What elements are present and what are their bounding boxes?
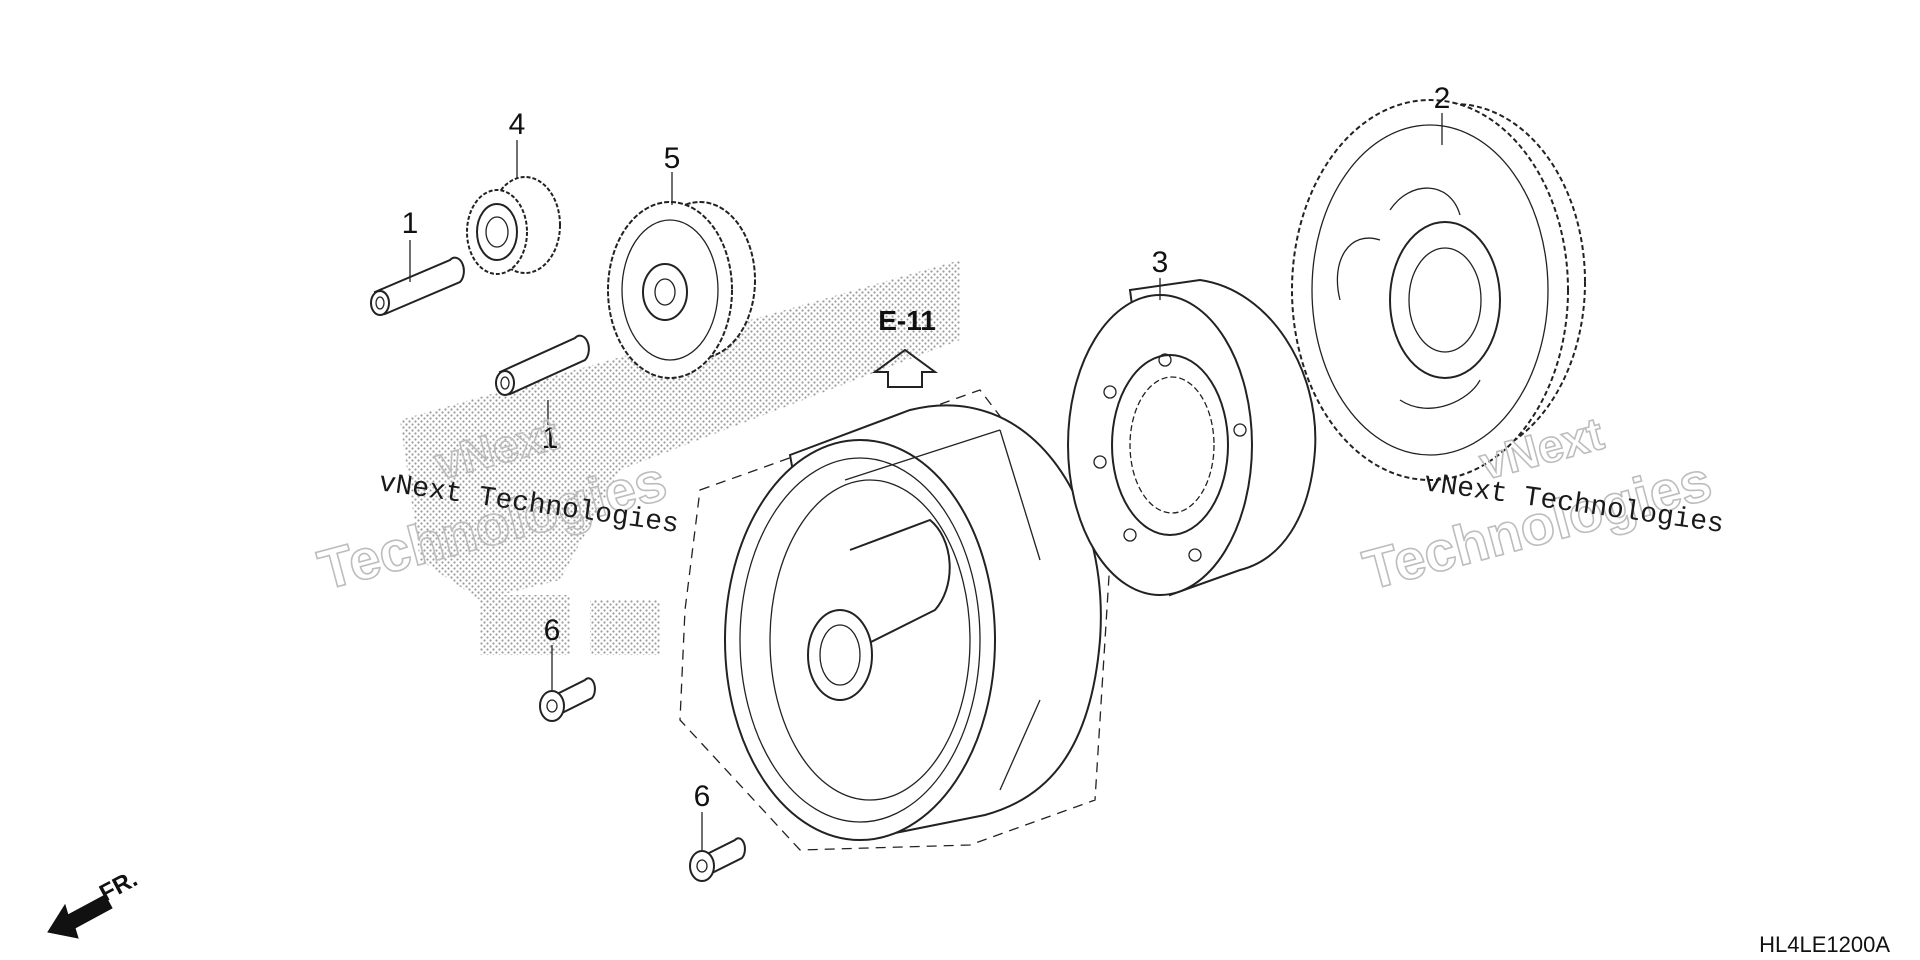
clutch-drum bbox=[724, 404, 1102, 842]
starter-driven-gear bbox=[1291, 99, 1586, 481]
pin-upper bbox=[370, 256, 465, 316]
callout-6-lower: 6 bbox=[694, 780, 711, 813]
assembly-dashed-outline bbox=[679, 389, 1111, 851]
callout-5: 5 bbox=[664, 142, 681, 175]
bolt-lower bbox=[689, 837, 746, 882]
idler-gear bbox=[607, 201, 756, 379]
leader-lines bbox=[409, 113, 1443, 850]
callout-6-upper: 6 bbox=[544, 614, 561, 647]
diagram-code: HL4LE1200A bbox=[1759, 932, 1890, 957]
reference-arrow bbox=[871, 348, 939, 388]
bolt-upper bbox=[539, 677, 596, 722]
front-direction-arrow-icon bbox=[47, 894, 113, 939]
callout-1-upper: 1 bbox=[402, 207, 419, 240]
callout-4: 4 bbox=[509, 108, 526, 141]
callout-3: 3 bbox=[1152, 246, 1169, 279]
pin-lower bbox=[495, 334, 590, 396]
one-way-clutch bbox=[1067, 278, 1317, 597]
stipple-watermark bbox=[400, 260, 960, 655]
small-gear bbox=[466, 176, 561, 275]
callout-2: 2 bbox=[1434, 82, 1451, 115]
callout-1-lower: 1 bbox=[542, 422, 559, 455]
reference-label: E-11 bbox=[878, 305, 936, 336]
